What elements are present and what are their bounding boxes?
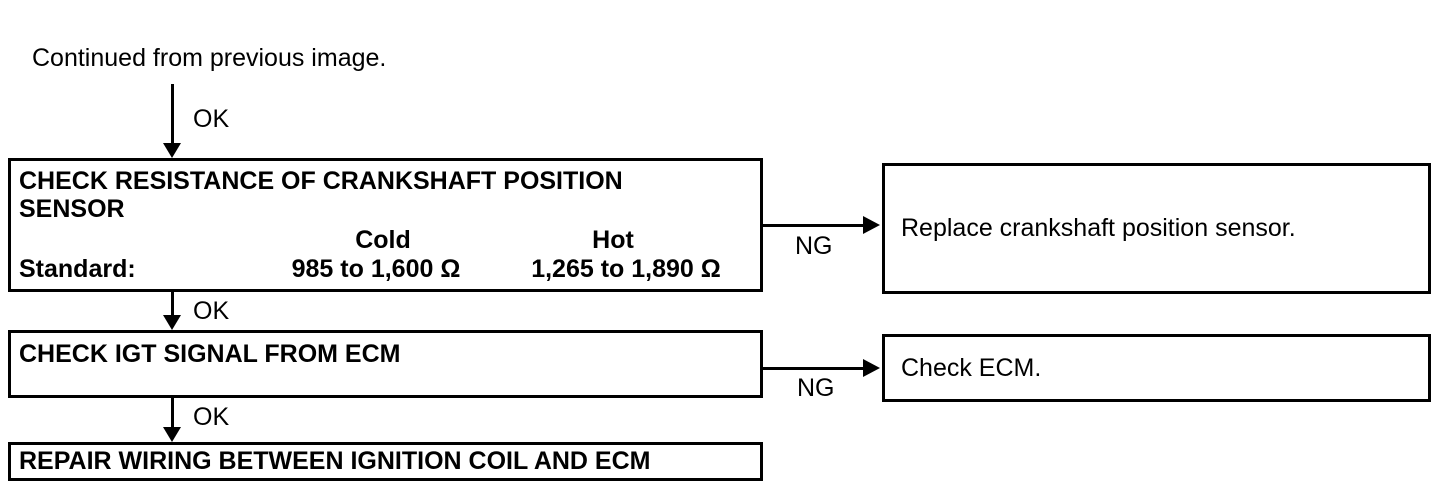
arrowhead-down-icon xyxy=(163,427,181,442)
arrowhead-down-icon xyxy=(163,315,181,330)
step1-box: CHECK RESISTANCE OF CRANKSHAFT POSITION … xyxy=(8,158,763,292)
ok-label: OK xyxy=(193,403,230,431)
step3-box: REPAIR WIRING BETWEEN IGNITION COIL AND … xyxy=(8,442,763,481)
connector-line xyxy=(171,84,174,146)
step1-hot-header: Hot xyxy=(592,226,634,254)
ng-label: NG xyxy=(795,232,833,260)
step1-ng-result-box: Replace crankshaft position sensor. xyxy=(882,163,1431,294)
step1-cold-value: 985 to 1,600 Ω xyxy=(291,255,461,283)
step1-hot-value: 1,265 to 1,890 Ω xyxy=(531,255,721,283)
connector-line xyxy=(171,398,174,429)
connector-line xyxy=(763,367,864,370)
ng-label: NG xyxy=(797,374,835,402)
connector-line xyxy=(171,292,174,317)
step3-title: REPAIR WIRING BETWEEN IGNITION COIL AND … xyxy=(19,447,651,475)
arrowhead-right-icon xyxy=(863,216,880,234)
step2-ng-result-box: Check ECM. xyxy=(882,334,1431,402)
arrowhead-right-icon xyxy=(863,359,880,377)
connector-line xyxy=(763,224,864,227)
step2-box: CHECK IGT SIGNAL FROM ECM xyxy=(8,330,763,398)
step2-title: CHECK IGT SIGNAL FROM ECM xyxy=(19,340,401,368)
step1-cold-header: Cold xyxy=(355,226,411,254)
ok-label: OK xyxy=(193,105,230,133)
step1-ng-result-text: Replace crankshaft position sensor. xyxy=(901,214,1296,242)
step1-standard-label: Standard: xyxy=(19,255,136,283)
arrowhead-down-icon xyxy=(163,143,181,158)
continued-from-previous-text: Continued from previous image. xyxy=(32,44,387,72)
ok-label: OK xyxy=(193,297,230,325)
step2-ng-result-text: Check ECM. xyxy=(901,353,1042,382)
step1-title: CHECK RESISTANCE OF CRANKSHAFT POSITION … xyxy=(19,167,623,223)
